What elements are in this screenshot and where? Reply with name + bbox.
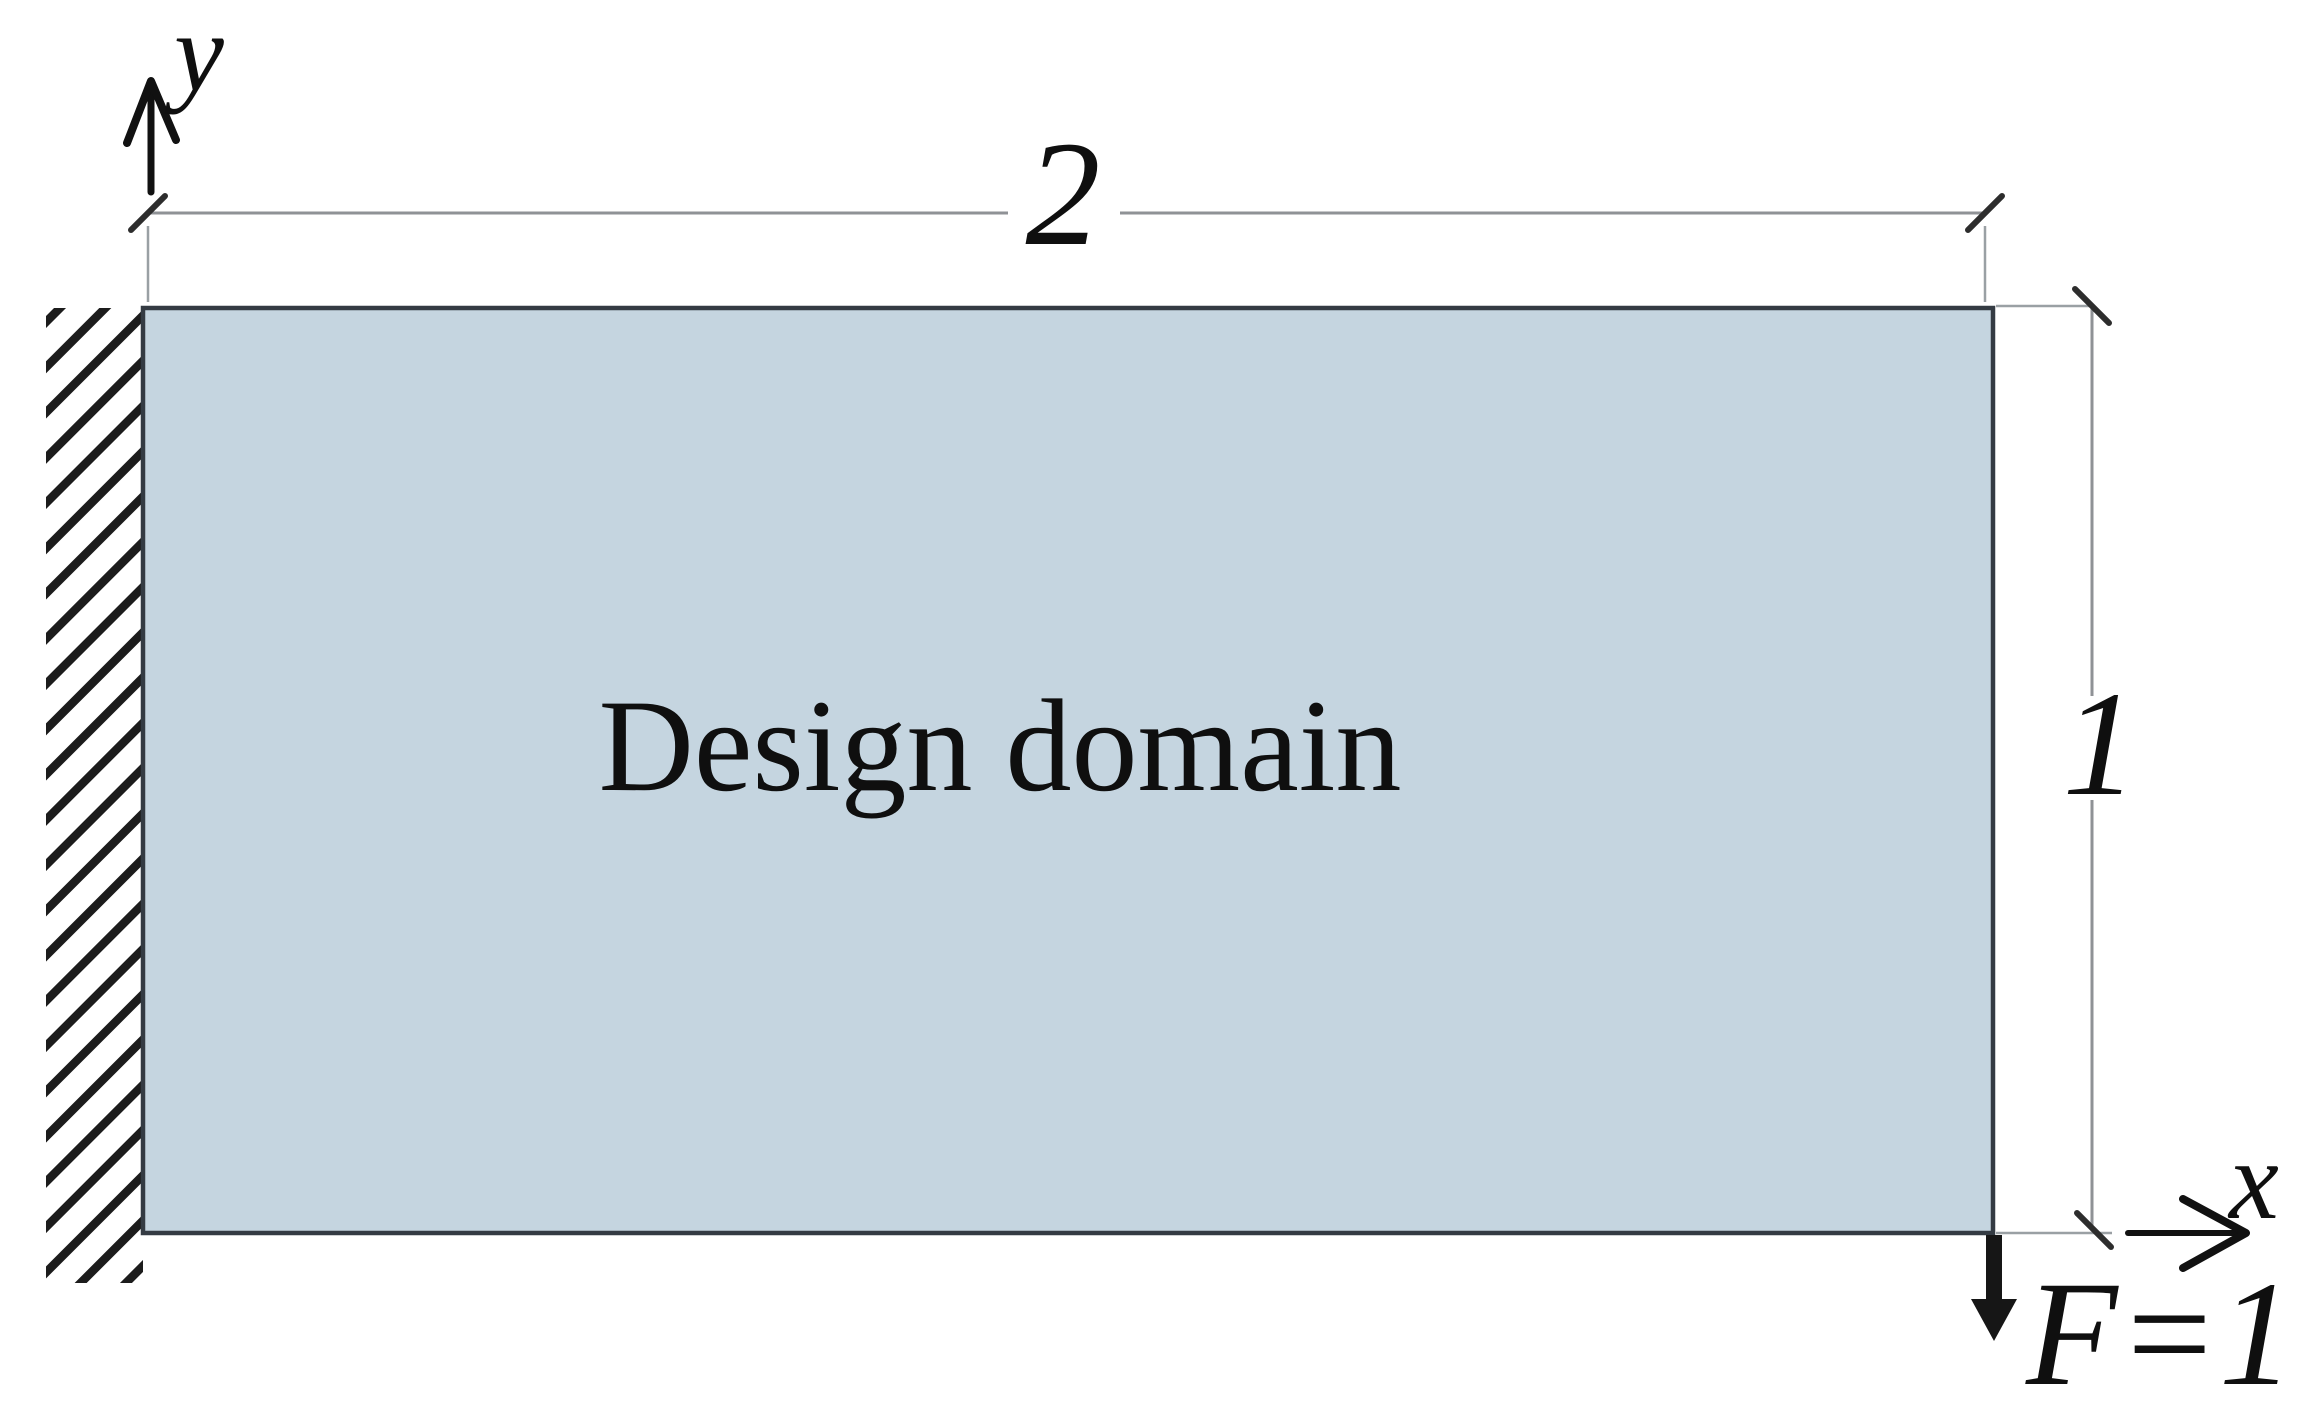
x-axis-label: x (2227, 1119, 2279, 1243)
force-label: F=1 (2025, 1251, 2294, 1417)
fixed-support-hatch-icon (46, 308, 143, 1283)
force-arrow-icon (1971, 1235, 2017, 1341)
height-dimension (1996, 286, 2114, 1250)
y-axis-label: y (164, 0, 224, 115)
y-axis-arrow-icon (123, 77, 180, 196)
height-dimension-value: 1 (2063, 661, 2138, 827)
design-domain-rect (140, 305, 1996, 1236)
width-dimension-value: 2 (1026, 111, 1101, 277)
width-dimension (128, 193, 2005, 302)
x-axis-arrow-icon (2125, 1195, 2250, 1272)
design-domain-label: Design domain (599, 672, 1402, 819)
